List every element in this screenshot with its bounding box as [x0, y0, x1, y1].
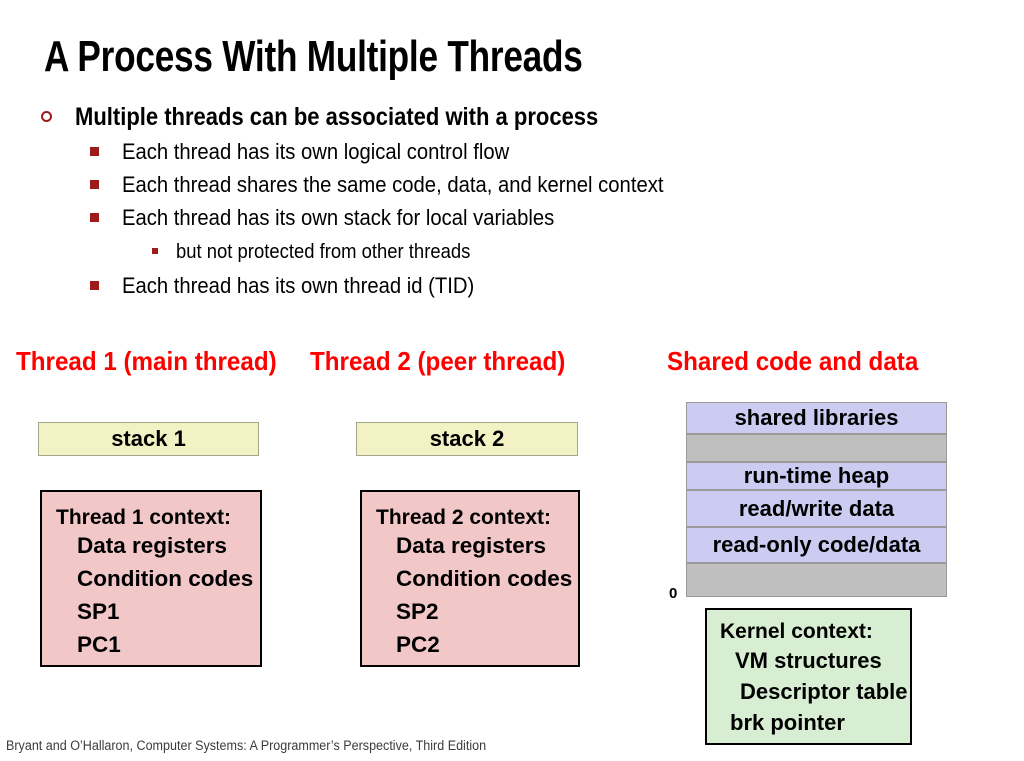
thread-2-context-line-2: Condition codes — [396, 566, 573, 591]
bullet-square-marker — [90, 180, 99, 189]
bullet-level2-text-1: Each thread shares the same code, data, … — [122, 172, 664, 197]
thread-2-context-box — [360, 490, 580, 667]
kernel-context-line-0: Kernel context: — [720, 620, 873, 643]
thread-2-context-line-1: Data registers — [396, 533, 547, 558]
page-title: A Process With Multiple Threads — [44, 32, 583, 81]
slide-footer: Bryant and O’Hallaron, Computer Systems:… — [6, 738, 487, 753]
memory-row-gap-upper — [686, 434, 947, 462]
memory-row-read-only-code-data: read-only code/data — [686, 527, 947, 563]
memory-row-label: read-only code/data — [712, 532, 921, 557]
thread-2-context-line-4: PC2 — [396, 632, 440, 657]
bullet-level2-text-0: Each thread has its own logical control … — [122, 139, 510, 164]
stack-1-box: stack 1 — [38, 422, 259, 456]
memory-row-shared-libraries: shared libraries — [686, 402, 947, 434]
stack-1-label: stack 1 — [111, 426, 186, 451]
stack-2-box: stack 2 — [356, 422, 578, 456]
thread-2-context-line-0: Thread 2 context: — [376, 506, 552, 529]
thread-1-context-line-4: PC1 — [77, 632, 121, 657]
kernel-context-line-2: Descriptor table — [740, 679, 908, 704]
memory-row-label: shared libraries — [734, 405, 899, 430]
kernel-context-box — [705, 608, 912, 745]
heading-thread-1: Thread 1 (main thread) — [16, 346, 277, 376]
heading-shared-code-and-data: Shared code and data — [667, 346, 919, 376]
heading-thread-2: Thread 2 (peer thread) — [310, 346, 566, 376]
memory-row-label: read/write data — [738, 495, 895, 521]
bullet-level1-text: Multiple threads can be associated with … — [75, 103, 599, 131]
bullet-square-marker-small — [152, 248, 158, 254]
memory-row-read-write-data: read/write data — [686, 490, 947, 527]
thread-1-context-line-1: Data registers — [77, 533, 228, 558]
memory-row-label: run-time heap — [743, 463, 890, 488]
kernel-context-line-3: brk pointer — [730, 710, 845, 735]
bullet-square-marker — [90, 281, 99, 290]
bullet-level2-text-2: Each thread has its own stack for local … — [122, 205, 555, 230]
bullet-level3-text: but not protected from other threads — [176, 240, 471, 263]
thread-1-context-line-3: SP1 — [77, 599, 120, 624]
bullet-level2-text-3: Each thread has its own thread id (TID) — [122, 273, 475, 298]
thread-1-context-line-2: Condition codes — [77, 566, 254, 591]
stack-2-label: stack 2 — [429, 426, 505, 451]
kernel-context-line-1: VM structures — [735, 648, 882, 673]
memory-zero-label: 0 — [669, 585, 678, 602]
memory-row-gap-lower — [686, 563, 947, 597]
thread-1-context-box — [40, 490, 262, 667]
memory-row-run-time-heap: run-time heap — [686, 462, 947, 490]
thread-2-context-line-3: SP2 — [396, 599, 439, 624]
bullet-square-marker — [90, 213, 99, 222]
thread-1-context-line-0: Thread 1 context: — [56, 506, 232, 529]
bullet-square-marker — [90, 147, 99, 156]
bullet-ring-marker — [41, 111, 52, 122]
